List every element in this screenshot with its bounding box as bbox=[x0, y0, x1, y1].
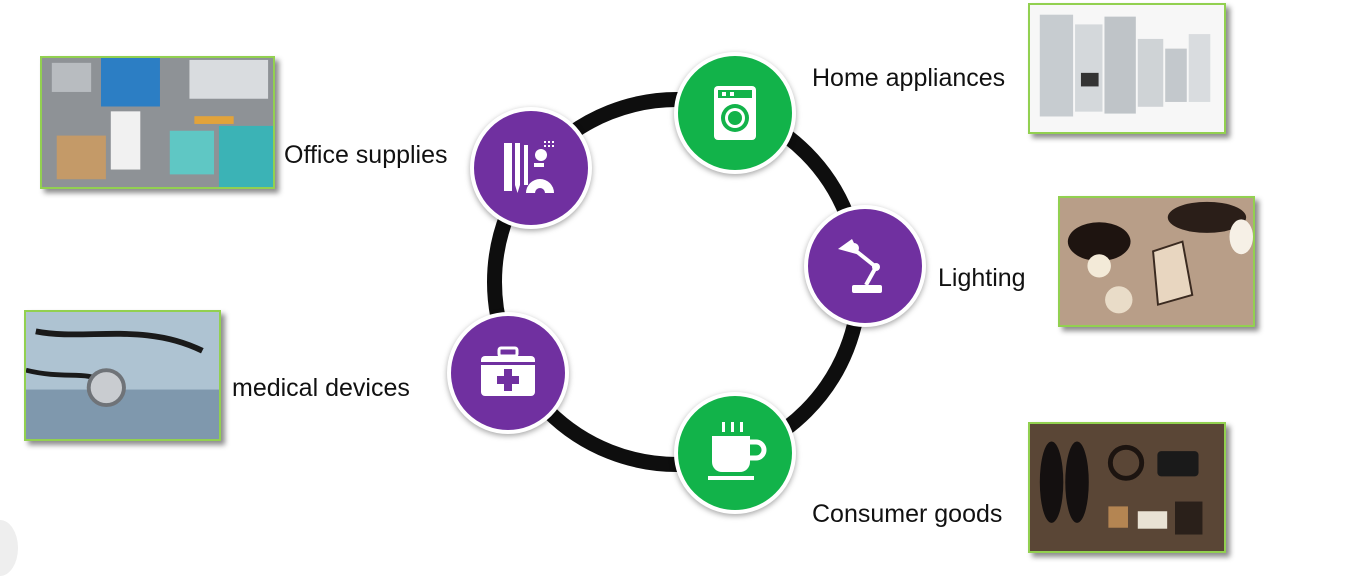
medical-devices-photo bbox=[24, 310, 221, 441]
home-appliances-photo bbox=[1028, 3, 1226, 134]
office-supplies-label: Office supplies bbox=[284, 141, 448, 169]
lighting-photo bbox=[1058, 196, 1255, 327]
lighting-label: Lighting bbox=[938, 264, 1026, 292]
corner-decoration bbox=[0, 520, 18, 576]
office-supplies-node bbox=[470, 107, 592, 229]
coffee-cup-icon bbox=[708, 422, 767, 480]
lighting-node bbox=[804, 205, 926, 327]
home-appliances-label: Home appliances bbox=[812, 64, 1006, 92]
consumer-goods-node bbox=[674, 392, 796, 514]
desk-lamp-icon bbox=[838, 239, 882, 293]
consumer-goods-label: Consumer goods bbox=[812, 500, 1003, 528]
washing-machine-icon bbox=[714, 86, 756, 140]
office-supplies-photo bbox=[40, 56, 275, 189]
consumer-goods-photo bbox=[1028, 422, 1226, 553]
stationery-icon bbox=[504, 141, 554, 198]
first-aid-kit-icon bbox=[481, 346, 535, 396]
home-appliances-node bbox=[674, 52, 796, 174]
medical-devices-node bbox=[447, 312, 569, 434]
medical-devices-label: medical devices bbox=[232, 374, 410, 402]
